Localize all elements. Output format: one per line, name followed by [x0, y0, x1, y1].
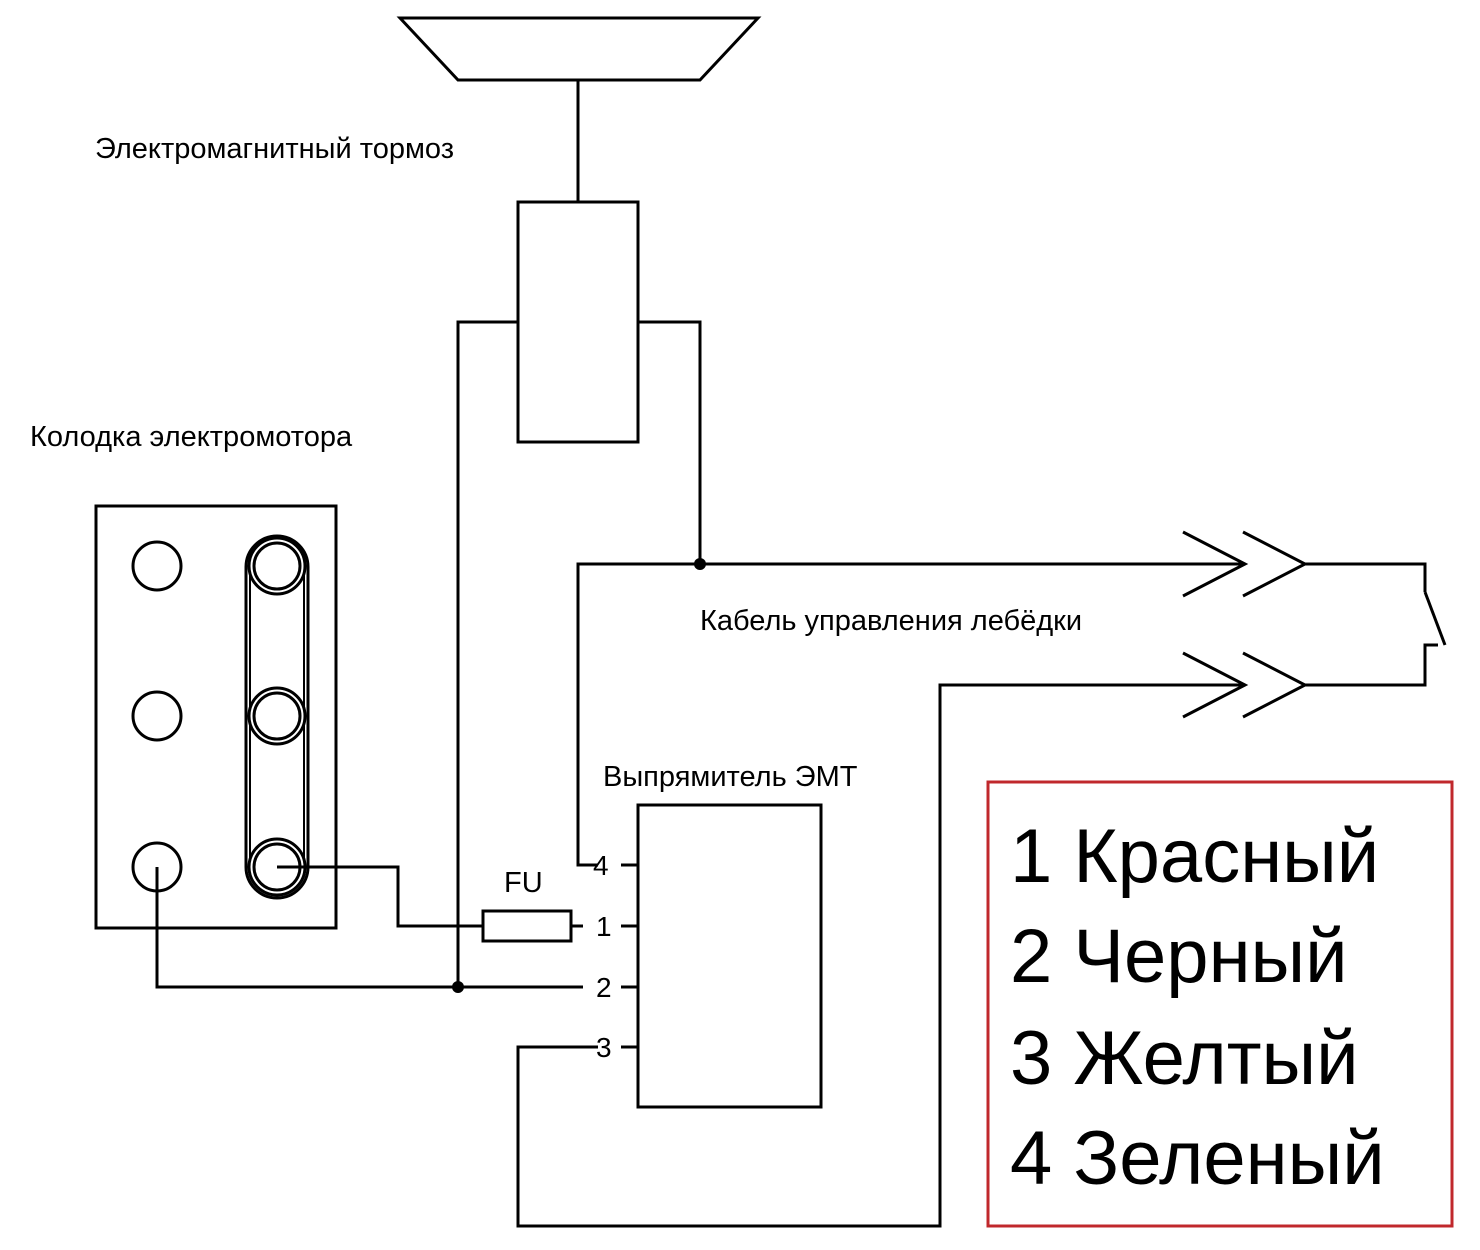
motor-terminal-left-1 [131, 540, 183, 592]
motor-terminal-right-2 [252, 691, 302, 741]
junction-dot-top [694, 558, 706, 570]
brake-coil-box [516, 200, 640, 444]
legend-item-3: 3 Желтый [1010, 1016, 1359, 1101]
motor-terminal-right-1 [252, 541, 302, 591]
motor-to-pin2-wire [155, 867, 583, 989]
connector-top-chevron-2 [1242, 530, 1309, 598]
pin-label-2: 2 [596, 972, 612, 1003]
junction-dot-bottom [452, 981, 464, 993]
motor-jumper-outer [244, 534, 310, 900]
legend-item-4: 4 Зеленый [1010, 1116, 1385, 1201]
brake-shoe [396, 16, 762, 82]
cable-wire-bottom [516, 683, 1245, 1228]
pin-label-4: 4 [593, 850, 609, 881]
motor-to-fuse-wire [277, 865, 483, 928]
motor-block-label: Колодка электромотора [30, 421, 353, 453]
rectifier-label: Выпрямитель ЭМТ [603, 761, 858, 793]
switch-top-wire [1305, 562, 1427, 592]
legend-item-2: 2 Черный [1010, 914, 1348, 999]
pin-label-3: 3 [596, 1032, 612, 1063]
fuse-label: FU [504, 867, 543, 899]
switch-bottom-wire [1305, 643, 1438, 687]
fuse [481, 909, 573, 943]
rectifier-box [636, 803, 823, 1109]
motor-terminal-left-2 [131, 690, 183, 742]
switch-blade [1423, 591, 1447, 646]
pin-label-1: 1 [596, 911, 612, 942]
cable-wire-top [576, 562, 1245, 867]
connector-bottom-chevron-2 [1242, 651, 1309, 719]
cable-label: Кабель управления лебёдки [700, 605, 1082, 637]
brake-label: Электромагнитный тормоз [95, 133, 454, 165]
legend-item-1: 1 Красный [1010, 814, 1379, 899]
legend-box [986, 780, 1454, 1228]
connector-top-chevron-1 [1182, 530, 1249, 598]
brake-left-wire [456, 320, 518, 987]
brake-right-wire [638, 320, 702, 564]
